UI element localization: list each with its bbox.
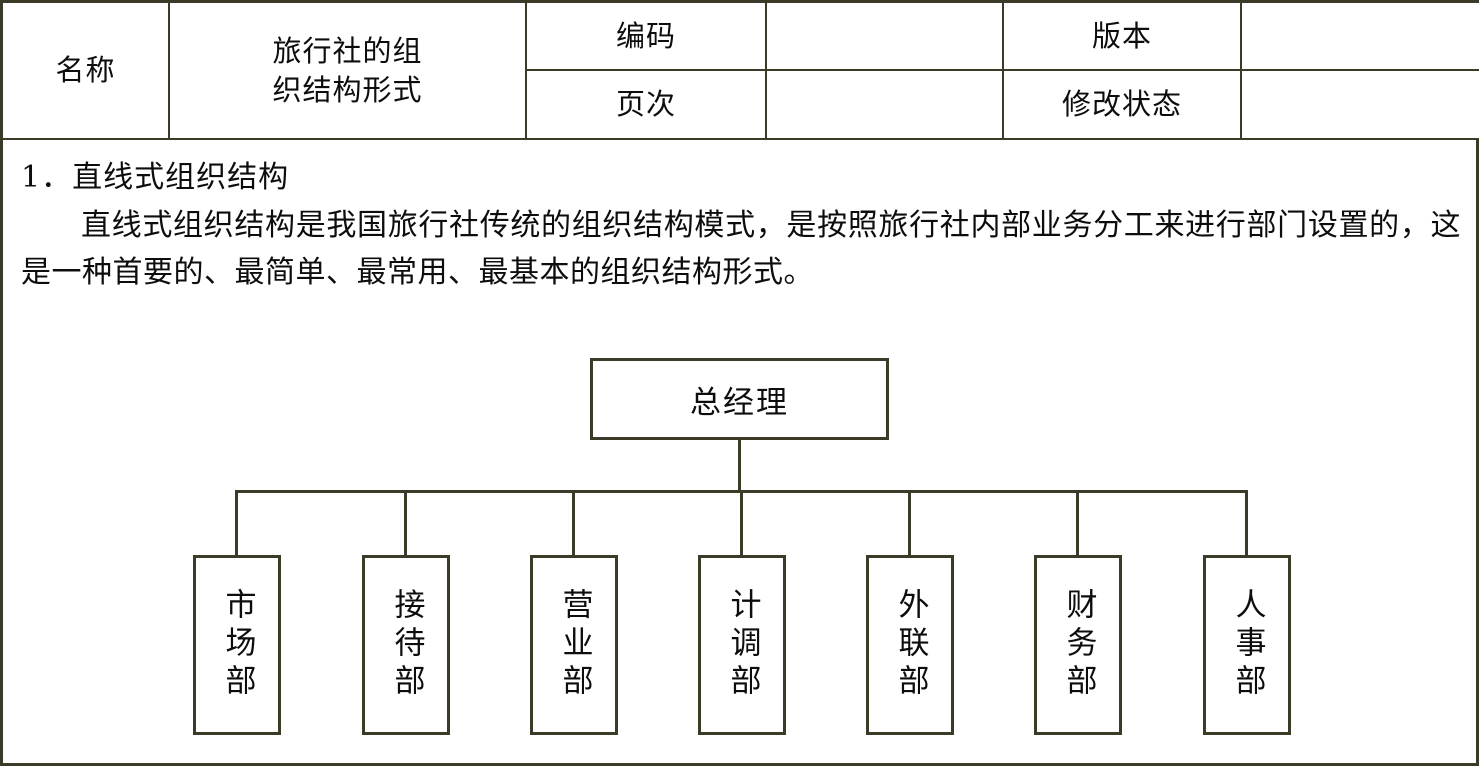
org-node-root[interactable]: 总经理: [590, 358, 889, 440]
document-header-table: 名称 旅行社的组 织结构形式 编码 版本 页次 修改状态: [3, 3, 1479, 140]
header-value-version[interactable]: [1240, 3, 1479, 72]
org-node-dept-3-label: 营业部: [556, 588, 593, 702]
header-row-2: 页次 修改状态: [3, 69, 1479, 140]
header-title: 旅行社的组 织结构形式: [168, 3, 527, 140]
org-connector-drop-2: [404, 490, 407, 555]
document-body: 1．直线式组织结构 直线式组织结构是我国旅行社传统的组织结构模式，是按照旅行社内…: [3, 140, 1476, 763]
org-connector-drop-5: [908, 490, 911, 555]
header-row-1: 名称 旅行社的组 织结构形式 编码 版本: [3, 3, 1479, 140]
org-node-dept-7[interactable]: 人事部: [1203, 555, 1291, 735]
org-connector-drop-3: [572, 490, 575, 555]
header-label-code: 编码: [525, 3, 767, 72]
header-label-version: 版本: [1002, 3, 1242, 72]
org-node-dept-5[interactable]: 外联部: [866, 555, 954, 735]
header-value-revision-status[interactable]: [1240, 69, 1479, 140]
header-label-name: 名称: [3, 3, 170, 140]
org-connector-drop-7: [1245, 490, 1248, 555]
org-node-dept-2[interactable]: 接待部: [362, 555, 450, 735]
org-node-dept-1-label: 市场部: [219, 588, 256, 702]
org-node-dept-2-label: 接待部: [388, 588, 425, 702]
org-node-dept-4-label: 计调部: [724, 588, 761, 702]
header-title-text: 旅行社的组 织结构形式: [272, 34, 423, 107]
org-connector-trunk: [738, 440, 741, 491]
header-value-page[interactable]: [765, 69, 1004, 140]
section-paragraph: 直线式组织结构是我国旅行社传统的组织结构模式，是按照旅行社内部业务分工来进行部门…: [21, 208, 1461, 290]
org-node-root-label: 总经理: [690, 384, 789, 421]
org-node-dept-4[interactable]: 计调部: [698, 555, 786, 735]
org-node-dept-6[interactable]: 财务部: [1034, 555, 1122, 735]
section-heading: 1．直线式组织结构: [21, 160, 290, 195]
org-node-dept-7-label: 人事部: [1229, 588, 1266, 702]
org-node-dept-3[interactable]: 营业部: [530, 555, 618, 735]
org-chart: 总经理 市场部 接待部 营业部 计调部: [3, 140, 1476, 763]
org-connector-drop-4: [740, 490, 743, 555]
header-value-code[interactable]: [765, 3, 1004, 72]
org-connector-drop-1: [235, 490, 238, 555]
org-node-dept-5-label: 外联部: [892, 588, 929, 702]
header-label-page: 页次: [525, 69, 767, 140]
header-label-revision-status: 修改状态: [1002, 69, 1242, 140]
org-node-dept-1[interactable]: 市场部: [193, 555, 281, 735]
org-connector-drop-6: [1076, 490, 1079, 555]
org-node-dept-6-label: 财务部: [1060, 588, 1097, 702]
